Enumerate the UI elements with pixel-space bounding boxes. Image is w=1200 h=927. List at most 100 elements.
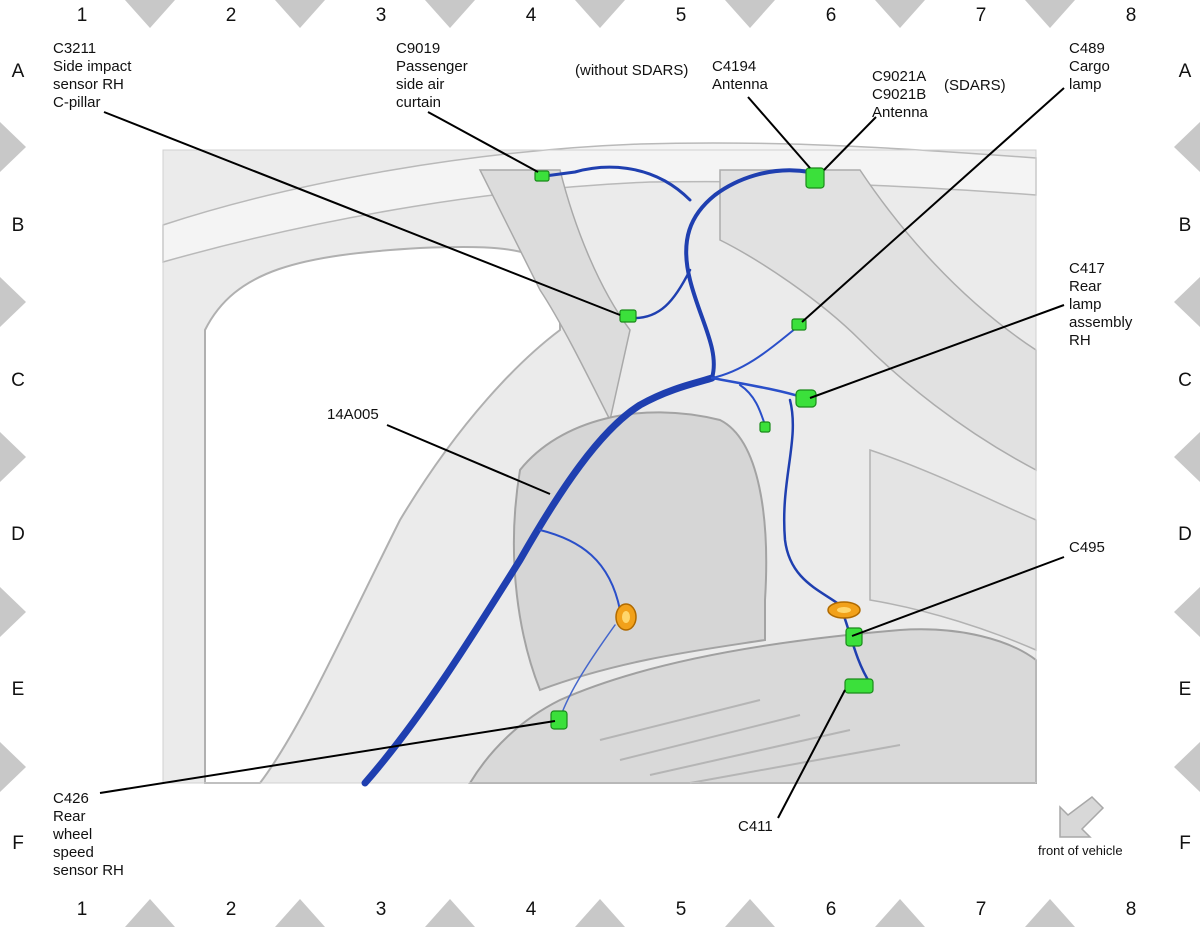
leader-14a005 <box>386 424 551 495</box>
connector-c495 <box>845 627 863 647</box>
col-label-top: 7 <box>976 5 987 26</box>
svg-text:C426: C426 <box>53 790 89 807</box>
col-label-top: 8 <box>1126 5 1137 26</box>
callout-c9019: C9019 Passenger side air curtain <box>396 40 468 111</box>
callout-c489: C489 Cargo lamp <box>1069 40 1110 93</box>
svg-text:C495: C495 <box>1069 539 1105 556</box>
col-label-top: 3 <box>376 5 387 26</box>
row-label-right: D <box>1178 524 1192 545</box>
svg-text:C9019: C9019 <box>396 40 440 57</box>
svg-text:C4194: C4194 <box>712 58 756 75</box>
row-label-left: A <box>12 61 25 82</box>
front-of-vehicle-indicator: front of vehicle <box>1038 796 1123 858</box>
svg-text:Side impact: Side impact <box>53 58 132 75</box>
arrow-down-left-icon <box>1059 796 1105 838</box>
row-label-left: F <box>12 833 24 854</box>
svg-text:Passenger: Passenger <box>396 58 468 75</box>
col-label-top: 5 <box>676 5 687 26</box>
leader-c3211 <box>103 111 621 316</box>
svg-text:lamp: lamp <box>1069 296 1102 313</box>
connector-c3211 <box>619 309 637 323</box>
connector-c9021-c4194 <box>805 167 825 189</box>
col-label-top: 2 <box>226 5 237 26</box>
row-label-right: F <box>1179 833 1191 854</box>
svg-text:speed: speed <box>53 844 94 861</box>
svg-text:Cargo: Cargo <box>1069 58 1110 75</box>
col-label-bottom: 1 <box>77 899 88 920</box>
callout-sdars: (SDARS) <box>944 77 1006 94</box>
row-label-right: B <box>1179 215 1192 236</box>
leader-c489 <box>801 87 1065 323</box>
col-label-bottom: 3 <box>376 899 387 920</box>
front-of-vehicle-label: front of vehicle <box>1038 843 1123 858</box>
leader-c495 <box>851 556 1065 637</box>
svg-text:Rear: Rear <box>53 808 86 825</box>
leader-lines <box>99 87 1065 819</box>
svg-text:curtain: curtain <box>396 94 441 111</box>
col-label-bottom: 5 <box>676 899 687 920</box>
leader-c426 <box>99 720 556 794</box>
row-label-left: C <box>11 370 25 391</box>
connector-c9019 <box>534 170 550 182</box>
callout-c417: C417 Rear lamp assembly RH <box>1069 260 1133 349</box>
col-label-bottom: 4 <box>526 899 537 920</box>
col-label-top: 1 <box>77 5 88 26</box>
row-label-right: E <box>1179 679 1192 700</box>
svg-text:lamp: lamp <box>1069 76 1102 93</box>
callout-c3211: C3211 Side impact sensor RH C-pillar <box>53 40 132 111</box>
callout-c411: C411 <box>738 818 773 835</box>
row-label-left: D <box>11 524 25 545</box>
connector-c417 <box>795 389 817 408</box>
svg-text:C9021A: C9021A <box>872 68 926 85</box>
callout-c495: C495 <box>1069 539 1105 556</box>
leader-c4194 <box>747 96 811 169</box>
svg-text:C417: C417 <box>1069 260 1105 277</box>
col-label-bottom: 7 <box>976 899 987 920</box>
svg-text:(SDARS): (SDARS) <box>944 77 1006 94</box>
row-label-left: E <box>12 679 25 700</box>
col-label-top: 4 <box>526 5 537 26</box>
svg-text:Antenna: Antenna <box>712 76 769 93</box>
svg-text:sensor RH: sensor RH <box>53 862 124 879</box>
svg-text:Antenna: Antenna <box>872 104 929 121</box>
vehicle-body-illustration <box>162 142 1037 784</box>
row-label-right: A <box>1179 61 1192 82</box>
svg-text:RH: RH <box>1069 332 1091 349</box>
svg-text:C411: C411 <box>738 818 773 835</box>
callout-c426: C426 Rear wheel speed sensor RH <box>52 790 124 879</box>
row-label-right: C <box>1178 370 1192 391</box>
callout-c4194: C4194 Antenna <box>712 58 769 93</box>
svg-text:side air: side air <box>396 76 444 93</box>
grid-labels: 1 2 3 4 5 6 7 8 1 2 3 4 5 6 7 8 A B C D … <box>11 5 1192 920</box>
svg-text:assembly: assembly <box>1069 314 1133 331</box>
callout-c9021: C9021A C9021B Antenna <box>872 68 929 121</box>
connector-c426 <box>550 710 568 730</box>
svg-text:C9021B: C9021B <box>872 86 926 103</box>
leader-c411 <box>777 689 846 819</box>
svg-text:wheel: wheel <box>52 826 92 843</box>
connector-branch <box>759 421 771 433</box>
col-label-bottom: 2 <box>226 899 237 920</box>
col-label-bottom: 6 <box>826 899 837 920</box>
svg-text:C3211: C3211 <box>53 40 96 57</box>
col-label-top: 6 <box>826 5 837 26</box>
row-label-left: B <box>12 215 25 236</box>
svg-text:14A005: 14A005 <box>327 406 379 423</box>
wiring-harness-14A005 <box>361 165 872 787</box>
connectors <box>534 167 874 730</box>
svg-text:(without SDARS): (without SDARS) <box>575 62 688 79</box>
leader-c9021 <box>823 116 877 171</box>
callout-without-sdars: (without SDARS) <box>575 62 688 79</box>
svg-text:sensor RH: sensor RH <box>53 76 124 93</box>
connector-c411 <box>844 678 874 694</box>
svg-text:C489: C489 <box>1069 40 1105 57</box>
callout-14a005: 14A005 <box>327 406 379 423</box>
leader-c9019 <box>427 111 539 173</box>
col-label-bottom: 8 <box>1126 899 1137 920</box>
leader-c417 <box>809 304 1065 399</box>
svg-text:C-pillar: C-pillar <box>53 94 101 111</box>
svg-text:Rear: Rear <box>1069 278 1102 295</box>
